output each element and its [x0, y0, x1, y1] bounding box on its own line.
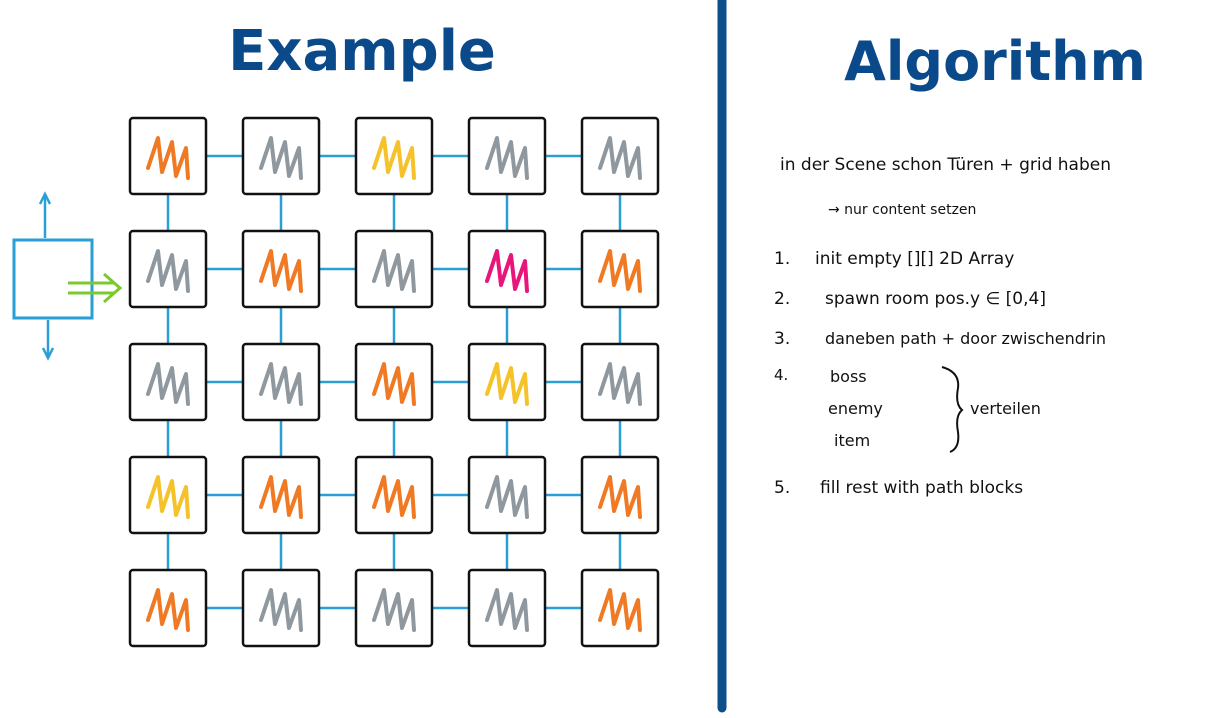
step-4-number: 4. [774, 366, 788, 384]
room-scribble-gray [598, 136, 642, 180]
room-cell-gray [241, 116, 321, 196]
room-cell-gray [354, 568, 434, 648]
room-cell-gray [354, 229, 434, 309]
room-cell-orange [241, 229, 321, 309]
room-scribble-gray [598, 362, 642, 406]
room-scribble-orange [146, 588, 190, 632]
step-1-text: init empty [][] 2D Array [815, 249, 1014, 269]
up-arrowhead-icon [38, 191, 52, 205]
room-grid [128, 116, 660, 648]
room-cell-yellow [128, 455, 208, 535]
entry-arrowhead-icon [103, 272, 123, 304]
step-5-text: fill rest with path blocks [820, 478, 1023, 498]
room-scribble-gray [146, 249, 190, 293]
step-4-group-label: verteilen [970, 399, 1041, 418]
room-cell-orange [580, 568, 660, 648]
room-scribble-gray [146, 362, 190, 406]
room-scribble-orange [372, 362, 416, 406]
room-scribble-gray [485, 588, 529, 632]
room-cell-magenta [467, 229, 547, 309]
step-2-text: spawn room pos.y ∈ [0,4] [825, 289, 1046, 309]
room-scribble-yellow [372, 136, 416, 180]
room-cell-yellow [354, 116, 434, 196]
room-scribble-orange [259, 249, 303, 293]
room-cell-orange [580, 455, 660, 535]
room-cell-orange [580, 229, 660, 309]
step-4-item-boss: boss [830, 367, 867, 386]
room-cell-orange [354, 342, 434, 422]
algorithm-title: Algorithm [844, 30, 1146, 93]
room-scribble-gray [372, 588, 416, 632]
room-scribble-gray [485, 136, 529, 180]
room-scribble-magenta [485, 249, 529, 293]
room-cell-gray [128, 342, 208, 422]
entry-double-arrow-icon [68, 281, 114, 295]
intro-line-2: → nur content setzen [828, 202, 976, 218]
room-scribble-yellow [485, 362, 529, 406]
room-scribble-gray [372, 249, 416, 293]
room-cell-gray [467, 455, 547, 535]
room-scribble-gray [259, 362, 303, 406]
room-cell-orange [241, 455, 321, 535]
algorithm-notes: in der Scene schon Türen + grid haben → … [774, 155, 1111, 498]
example-title: Example [228, 19, 496, 84]
step-4-item-item: item [834, 431, 870, 450]
step-2-number: 2. [774, 289, 790, 309]
step-3-text: daneben path + door zwischendrin [825, 329, 1106, 348]
room-scribble-orange [598, 475, 642, 519]
room-cell-gray [580, 116, 660, 196]
room-scribble-orange [259, 475, 303, 519]
room-cell-gray [580, 342, 660, 422]
room-cell-yellow [467, 342, 547, 422]
room-scribble-gray [485, 475, 529, 519]
room-scribble-orange [598, 249, 642, 293]
step-1-number: 1. [774, 249, 790, 269]
step-5-number: 5. [774, 478, 790, 498]
room-scribble-orange [372, 475, 416, 519]
room-cell-orange [128, 116, 208, 196]
room-cell-gray [467, 116, 547, 196]
room-cell-gray [241, 568, 321, 648]
room-scribble-yellow [146, 475, 190, 519]
room-scribble-gray [259, 588, 303, 632]
room-scribble-gray [259, 136, 303, 180]
spawn-room-box [12, 238, 94, 320]
step-3-number: 3. [774, 329, 790, 349]
room-scribble-orange [598, 588, 642, 632]
curly-brace-icon [941, 366, 964, 453]
room-cell-orange [128, 568, 208, 648]
grid-connectors [166, 154, 622, 610]
room-scribble-orange [146, 136, 190, 180]
intro-line-1: in der Scene schon Türen + grid haben [780, 155, 1111, 175]
step-4-item-enemy: enemy [828, 399, 883, 418]
down-arrowhead-icon [41, 347, 55, 361]
room-cell-gray [467, 568, 547, 648]
room-cell-gray [241, 342, 321, 422]
spawn-entry [12, 191, 123, 361]
room-cell-gray [128, 229, 208, 309]
room-cell-orange [354, 455, 434, 535]
